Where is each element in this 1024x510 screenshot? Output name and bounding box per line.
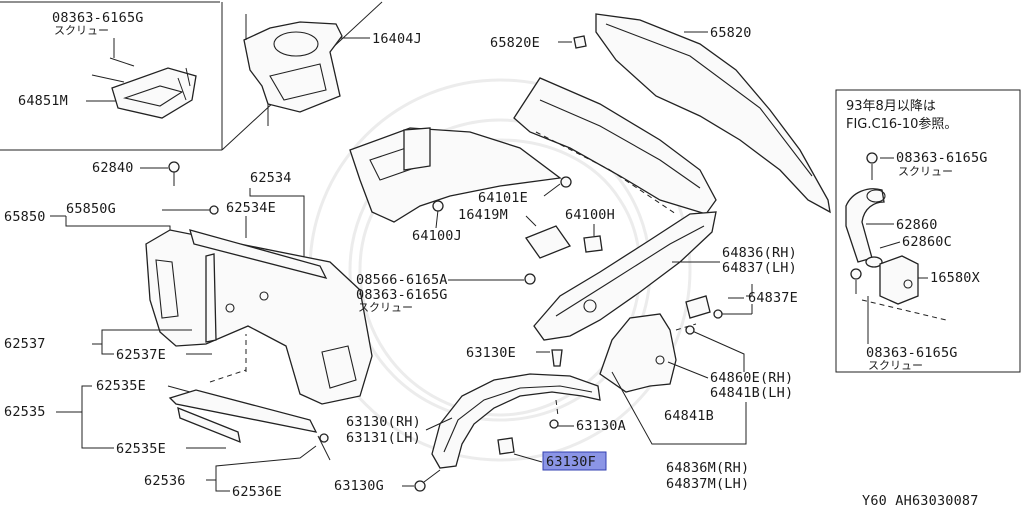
label-62840: 62840 xyxy=(92,160,134,176)
grommet-64100J[interactable] xyxy=(432,200,444,212)
clip-63130E[interactable] xyxy=(551,349,563,367)
clip-63130F[interactable] xyxy=(497,437,515,455)
inset-screw-bot: 08363-6165G xyxy=(866,345,958,361)
label-16419M: 16419M xyxy=(458,207,508,223)
hood-65820[interactable] xyxy=(595,13,831,214)
label-62860: 62860 xyxy=(896,217,938,233)
cover-16404J[interactable] xyxy=(243,14,343,126)
label-64837M: 64837M(LH) xyxy=(666,476,749,492)
label-63130A: 63130A xyxy=(576,418,626,434)
top-left-panels xyxy=(0,1,383,151)
label-64837E: 64837E xyxy=(748,290,798,306)
label-62536: 62536 xyxy=(144,473,186,489)
label-64841B-lh: 64841B(LH) xyxy=(710,385,793,401)
screw-63130A[interactable] xyxy=(549,419,559,429)
label-63130G: 63130G xyxy=(334,478,384,494)
label-64100J: 64100J xyxy=(412,228,462,244)
label-62537E: 62537E xyxy=(116,347,166,363)
highlight-63130F[interactable] xyxy=(542,451,607,471)
label-64841B: 64841B xyxy=(664,408,714,424)
label-screw-b: 08363-6165G xyxy=(356,287,448,303)
inset-note-1: 93年8月以降は xyxy=(846,99,936,114)
label-16404J: 16404J xyxy=(372,31,422,47)
label-65850: 65850 xyxy=(4,209,46,225)
label-65820E: 65820E xyxy=(490,35,540,51)
label-62534E: 62534E xyxy=(226,200,276,216)
label-64100H: 64100H xyxy=(565,207,615,223)
fender-protector-63130[interactable] xyxy=(431,373,601,469)
screw-word-top: スクリュー xyxy=(54,24,109,37)
label-63130F: 63130F xyxy=(546,454,596,470)
inset-screw-bot-part[interactable] xyxy=(850,268,862,294)
label-62860C: 62860C xyxy=(902,234,952,250)
bracket-64837E[interactable] xyxy=(685,295,711,319)
label-64837LH: 64837(LH) xyxy=(722,260,797,276)
inset-frame xyxy=(835,89,1021,373)
inset-screw-top-part[interactable] xyxy=(866,152,878,180)
bracket-16419M[interactable] xyxy=(524,225,572,259)
label-63130RH: 63130(RH) xyxy=(346,414,421,430)
bolt-62840[interactable] xyxy=(168,161,180,186)
label-64101E: 64101E xyxy=(478,190,528,206)
nut-64101E[interactable] xyxy=(560,176,572,188)
label-62537: 62537 xyxy=(4,336,46,352)
air-duct-62860[interactable] xyxy=(845,188,886,263)
label-62535E-b: 62535E xyxy=(116,441,166,457)
label-64860E: 64860E(RH) xyxy=(710,370,793,386)
label-65820: 65820 xyxy=(710,25,752,41)
bracket-64851M[interactable] xyxy=(91,57,197,119)
inset-screw-bot-word: スクリュー xyxy=(868,359,923,372)
resonator-16580X[interactable] xyxy=(879,255,919,305)
inset-screw-top: 08363-6165G xyxy=(896,150,988,166)
label-64851M: 64851M xyxy=(18,93,68,109)
screw-08566[interactable] xyxy=(524,273,536,285)
cowl-panel[interactable] xyxy=(513,77,717,215)
footer-code: Y60 AH63030087 xyxy=(862,493,979,509)
label-screw-word-mid: スクリュー xyxy=(358,301,413,314)
lower-tie-bar[interactable] xyxy=(168,334,318,444)
label-64836RH: 64836(RH) xyxy=(722,245,797,261)
clip-65820E[interactable] xyxy=(573,35,587,49)
label-63130E: 63130E xyxy=(466,345,516,361)
label-16580X: 16580X xyxy=(930,270,980,286)
screw-part-top: 08363-6165G xyxy=(52,10,144,26)
label-62535: 62535 xyxy=(4,404,46,420)
label-62534: 62534 xyxy=(250,170,292,186)
label-62536E: 62536E xyxy=(232,484,282,500)
label-screw-a: 08566-6165A xyxy=(356,272,448,288)
apron-lower-64841B[interactable] xyxy=(599,313,697,393)
inset-note-2: FIG.C16-10参照。 xyxy=(846,116,957,132)
apron-64836[interactable] xyxy=(533,211,717,341)
label-62535E-a: 62535E xyxy=(96,378,146,394)
label-63131LH: 63131(LH) xyxy=(346,430,421,446)
clamp-62860C[interactable] xyxy=(865,256,883,268)
label-64836M: 64836M(RH) xyxy=(666,460,749,476)
side-member-64100J[interactable] xyxy=(349,127,562,223)
label-65850G: 65850G xyxy=(66,201,116,217)
inset-screw-top-word: スクリュー xyxy=(898,165,953,178)
core-support-62500[interactable] xyxy=(145,229,373,405)
clip-64100H[interactable] xyxy=(583,235,603,253)
screw-63130G[interactable] xyxy=(414,469,441,492)
